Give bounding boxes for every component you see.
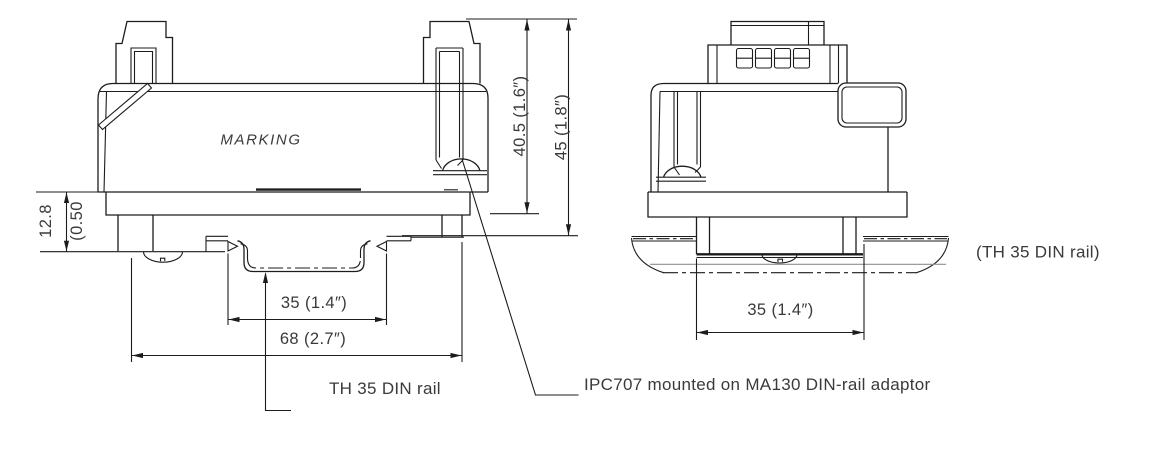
rail-label-front: TH 35 DIN rail (329, 379, 441, 398)
adaptor-plate-front (40, 192, 471, 263)
dim-mount-height-text: 40.5 (1.6″) (511, 76, 529, 157)
dim-rail-width-front: 35 (1.4″) (227, 253, 388, 325)
screw-head-front (441, 158, 481, 172)
spring-clip-side (761, 254, 798, 264)
dim-total-height: 45 (1.8″) (402, 19, 578, 237)
rail-label-side: (TH 35 DIN rail) (976, 243, 1100, 262)
dim-rail-depth: 12.8 (0.50 (36, 191, 98, 252)
side-view: 35 (1.4″) (TH 35 DIN rail) (630, 20, 1100, 340)
dim-total-height-text: 45 (1.8″) (553, 94, 571, 160)
device-body-front (97, 82, 489, 193)
clip-housing-ear (837, 82, 907, 128)
device-body-side (650, 82, 907, 193)
screw-channel-side (656, 91, 706, 182)
marking-label: MARKING (220, 132, 301, 149)
screw-channel-front (433, 48, 487, 176)
front-view: MARKING 12.8 (36, 18, 931, 412)
dim-mount-height: 40.5 (1.6″) (466, 18, 577, 215)
spring-clip-front (142, 251, 184, 263)
dim-rail-depth-mm: 12.8 (37, 204, 55, 238)
dim-adaptor-width: 68 (2.7″) (130, 242, 463, 362)
fixing-clip-right (422, 20, 481, 84)
din-rail-front (205, 235, 464, 273)
dim-rail-width-side: 35 (1.4″) (695, 244, 865, 340)
rail-leader-front: TH 35 DIN rail (262, 272, 441, 412)
terminal-windows (735, 47, 811, 69)
din-rail-side (630, 235, 950, 274)
dim-rail-depth-inch: (0.50 (68, 201, 86, 241)
dim-adaptor-width-text: 68 (2.7″) (280, 330, 346, 348)
caption-leader: IPC707 mounted on MA130 DIN-rail adaptor (461, 158, 931, 396)
fixing-clip-left (115, 20, 174, 84)
dim-rail-width-side-text: 35 (1.4″) (747, 301, 813, 319)
dim-rail-width-front-text: 35 (1.4″) (281, 294, 347, 312)
chamfer-edge (97, 82, 153, 131)
adaptor-plate-side (647, 191, 908, 264)
terminal-block (707, 20, 848, 84)
screw-head-side (662, 165, 702, 178)
caption-text: IPC707 mounted on MA130 DIN-rail adaptor (584, 375, 931, 394)
